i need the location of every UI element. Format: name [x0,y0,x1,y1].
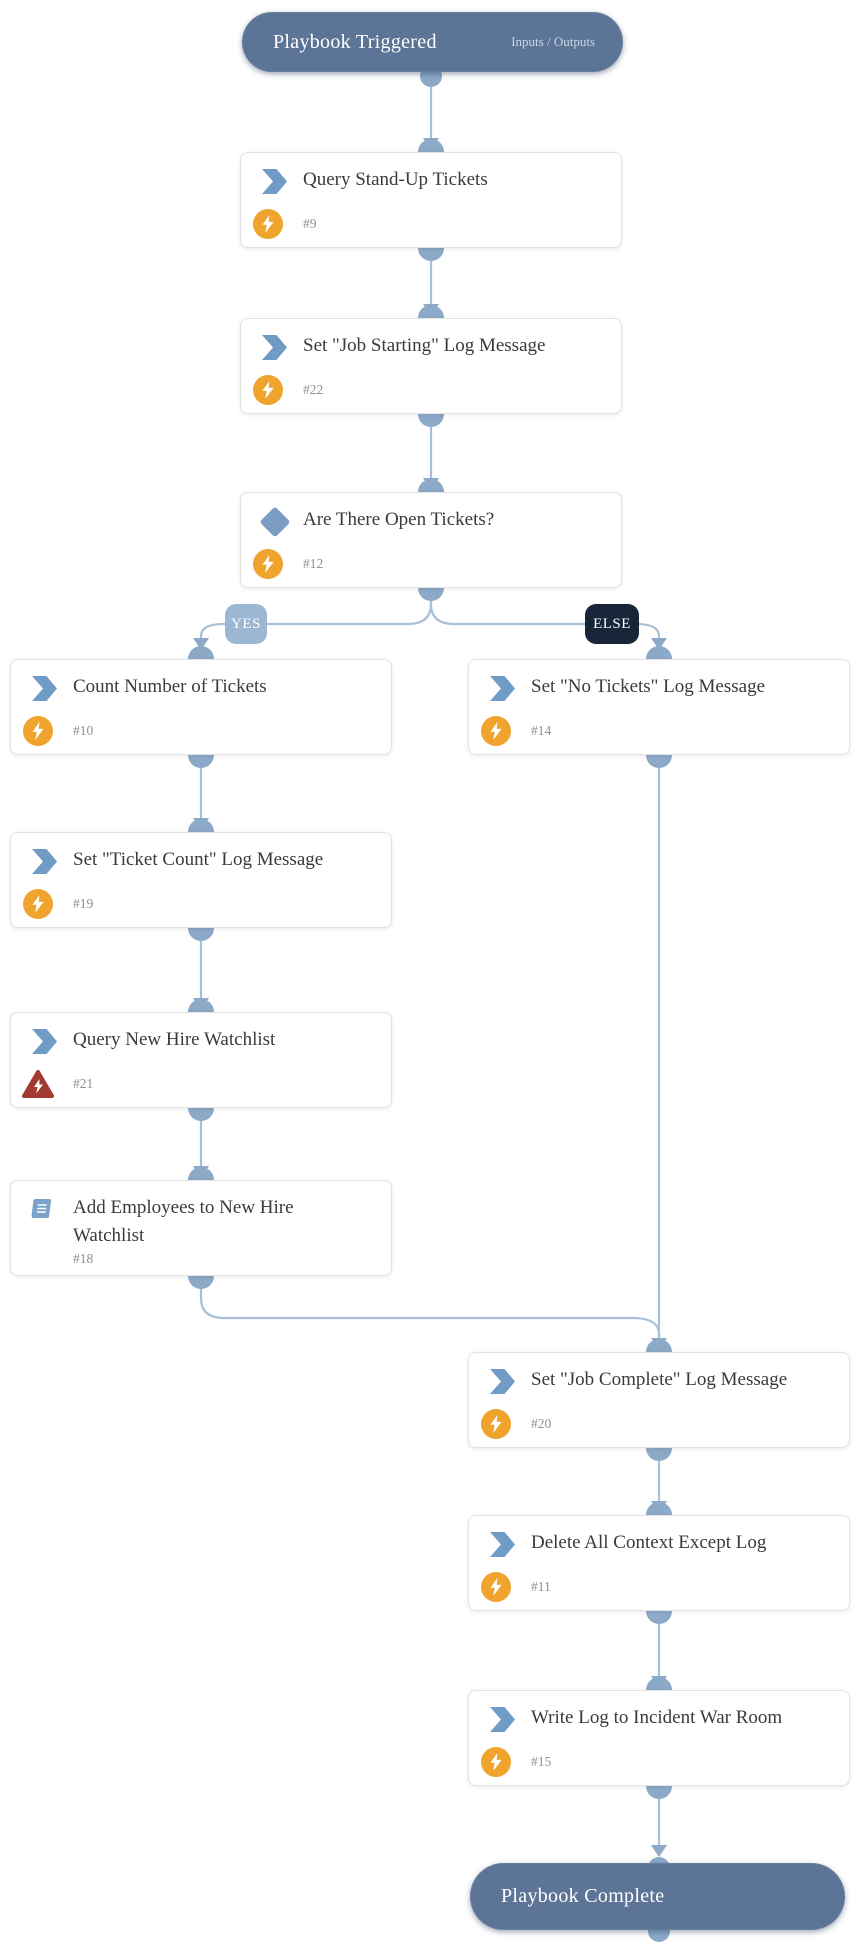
node-id: #21 [73,1076,94,1091]
success-lightning-icon [481,1409,511,1439]
action-chevron-icon [262,169,287,194]
node-query-new-hire-watchlist[interactable]: Query New Hire Watchlist #21 [10,1012,392,1108]
node-decision-open-tickets[interactable]: Are There Open Tickets? #12 [240,492,622,588]
node-title: Query New Hire Watchlist [73,1029,276,1050]
node-id: #15 [531,1754,552,1769]
branch-label-else: ELSE [585,604,639,644]
book-icon [29,1195,57,1223]
playbook-triggered-pill[interactable]: Playbook Triggered Inputs / Outputs [242,12,623,72]
node-id: #9 [303,216,317,231]
node-title: Add Employees to New Hire Watchlist [73,1197,294,1247]
node-id: #18 [73,1251,94,1266]
node-title: Delete All Context Except Log [531,1532,767,1553]
action-chevron-icon [32,1029,57,1054]
success-lightning-icon [23,889,53,919]
node-title: Query Stand-Up Tickets [303,169,488,190]
branch-label-yes: YES [225,604,267,644]
action-chevron-icon [490,676,515,701]
start-title: Playbook Triggered [273,30,437,53]
node-title: Set "Ticket Count" Log Message [73,849,324,870]
node-set-job-complete-log[interactable]: Set "Job Complete" Log Message #20 [468,1352,850,1448]
node-count-tickets[interactable]: Count Number of Tickets #10 [10,659,392,755]
node-id: #14 [531,723,552,738]
node-id: #10 [73,723,94,738]
node-id: #19 [73,896,94,911]
success-lightning-icon [481,1747,511,1777]
success-lightning-icon [253,549,283,579]
node-title: Are There Open Tickets? [303,509,495,530]
success-lightning-icon [253,375,283,405]
inputs-outputs-link[interactable]: Inputs / Outputs [511,34,595,49]
node-add-employees-watchlist[interactable]: Add Employees to New Hire Watchlist #18 [10,1180,392,1276]
node-title: Write Log to Incident War Room [531,1707,783,1728]
success-lightning-icon [253,209,283,239]
action-chevron-icon [490,1532,515,1557]
decision-diamond-icon [259,506,291,538]
node-title: Count Number of Tickets [73,676,267,697]
node-id: #20 [531,1416,552,1431]
playbook-complete-pill[interactable]: Playbook Complete [470,1863,845,1930]
node-title: Set "Job Starting" Log Message [303,335,546,356]
node-id: #22 [303,382,324,397]
node-id: #12 [303,556,324,571]
action-chevron-icon [490,1707,515,1732]
action-chevron-icon [490,1369,515,1394]
success-lightning-icon [23,716,53,746]
node-delete-context[interactable]: Delete All Context Except Log #11 [468,1515,850,1611]
end-title: Playbook Complete [501,1885,665,1907]
node-write-log-war-room[interactable]: Write Log to Incident War Room #15 [468,1690,850,1786]
action-chevron-icon [32,849,57,874]
node-set-job-starting-log[interactable]: Set "Job Starting" Log Message #22 [240,318,622,414]
node-id: #11 [531,1579,551,1594]
success-lightning-icon [481,1572,511,1602]
error-warning-icon [21,1069,55,1099]
action-chevron-icon [262,335,287,360]
node-set-ticket-count-log[interactable]: Set "Ticket Count" Log Message #19 [10,832,392,928]
node-title: Set "No Tickets" Log Message [531,676,766,697]
success-lightning-icon [481,716,511,746]
action-chevron-icon [32,676,57,701]
node-title: Set "Job Complete" Log Message [531,1369,788,1390]
node-set-no-tickets-log[interactable]: Set "No Tickets" Log Message #14 [468,659,850,755]
node-query-standup-tickets[interactable]: Query Stand-Up Tickets #9 [240,152,622,248]
